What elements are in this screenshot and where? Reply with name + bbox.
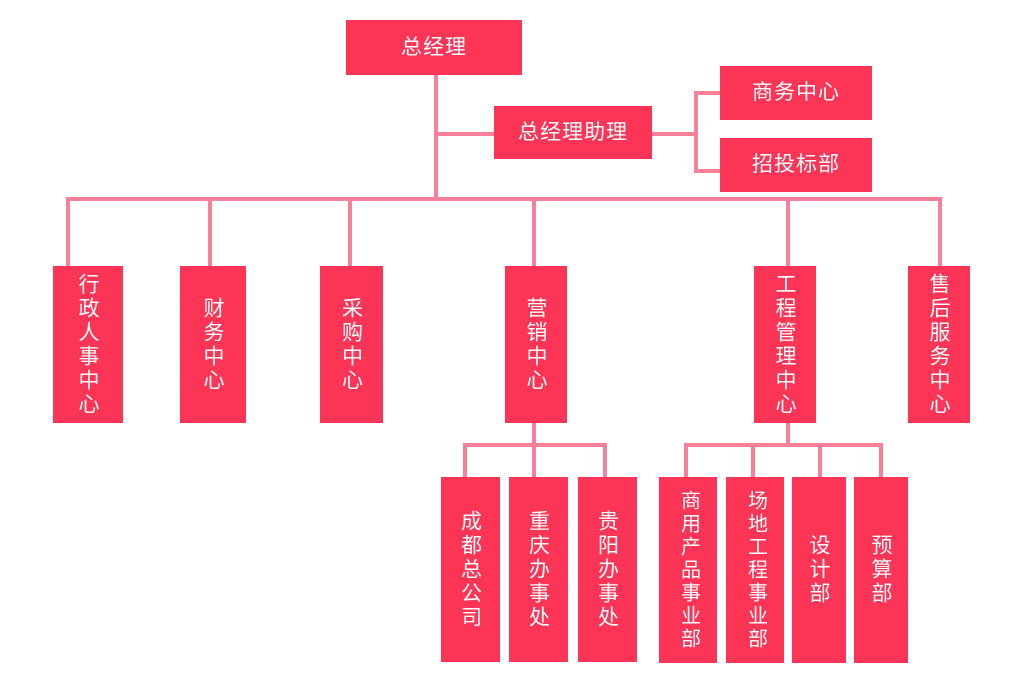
connector-assistant-out <box>650 132 698 136</box>
connector-drop-admin-hr <box>66 197 70 267</box>
connector-drop-procurement <box>348 197 352 267</box>
node-budget-dept[interactable]: 预算部 <box>854 477 908 663</box>
node-label: 营销中心 <box>524 296 549 393</box>
connector-gm-trunk <box>434 75 438 199</box>
node-site-engineering-div[interactable]: 场地工程事业部 <box>726 477 784 663</box>
node-engineering-mgmt-center[interactable]: 工程管理中心 <box>754 266 816 423</box>
node-marketing-center[interactable]: 营销中心 <box>505 266 567 423</box>
connector-assistant-to-business-center <box>694 91 722 95</box>
node-label: 成都总公司 <box>458 509 483 630</box>
node-guiyang-office[interactable]: 贵阳办事处 <box>578 477 637 662</box>
node-label: 商务中心 <box>752 80 840 105</box>
node-admin-hr-center[interactable]: 行政人事中心 <box>53 266 123 423</box>
connector-marketing-stem <box>532 422 536 446</box>
node-label: 总经理 <box>401 34 467 59</box>
connector-marketing-drop-chengdu <box>463 443 467 477</box>
node-procurement-center[interactable]: 采购中心 <box>320 266 383 423</box>
node-label: 工程管理中心 <box>773 272 798 417</box>
connector-gm-to-assistant <box>434 132 498 136</box>
connector-engineering-drop-site <box>751 443 755 477</box>
node-gm-assistant[interactable]: 总经理助理 <box>494 106 652 159</box>
node-general-manager[interactable]: 总经理 <box>346 20 522 75</box>
connector-drop-marketing <box>532 197 536 267</box>
node-bidding-dept[interactable]: 招投标部 <box>720 138 872 192</box>
connector-engineering-drop-design <box>818 443 822 477</box>
connector-main-bus <box>66 197 942 201</box>
node-label: 采购中心 <box>339 296 364 393</box>
node-after-sales-center[interactable]: 售后服务中心 <box>908 266 970 423</box>
connector-engineering-drop-commercial <box>684 443 688 477</box>
node-label: 售后服务中心 <box>927 272 952 417</box>
node-commercial-product-div[interactable]: 商用产品事业部 <box>659 477 717 663</box>
connector-drop-engineering <box>786 197 790 267</box>
node-label: 财务中心 <box>201 296 226 393</box>
node-label: 预算部 <box>869 534 894 606</box>
node-label: 设计部 <box>807 534 832 606</box>
node-chongqing-office[interactable]: 重庆办事处 <box>509 477 568 662</box>
connector-assistant-bus <box>694 91 698 173</box>
node-label: 贵阳办事处 <box>595 509 620 630</box>
node-chengdu-head[interactable]: 成都总公司 <box>441 477 500 662</box>
connector-drop-finance <box>208 197 212 267</box>
node-label: 行政人事中心 <box>76 272 101 417</box>
node-label: 重庆办事处 <box>526 509 551 630</box>
node-business-center[interactable]: 商务中心 <box>720 66 872 120</box>
connector-engineering-drop-budget <box>879 443 883 477</box>
connector-marketing-drop-chongqing <box>532 443 536 477</box>
connector-marketing-drop-guiyang <box>603 443 607 477</box>
node-label: 场地工程事业部 <box>744 489 767 651</box>
connector-engineering-bus <box>684 443 883 447</box>
node-label: 商用产品事业部 <box>677 489 700 651</box>
node-label: 招投标部 <box>752 152 840 177</box>
node-label: 总经理助理 <box>518 119 628 144</box>
connector-assistant-to-bidding <box>694 169 722 173</box>
node-design-dept[interactable]: 设计部 <box>792 477 846 663</box>
node-finance-center[interactable]: 财务中心 <box>180 266 246 423</box>
connector-engineering-stem <box>786 422 790 446</box>
connector-drop-after-sales <box>938 197 942 267</box>
